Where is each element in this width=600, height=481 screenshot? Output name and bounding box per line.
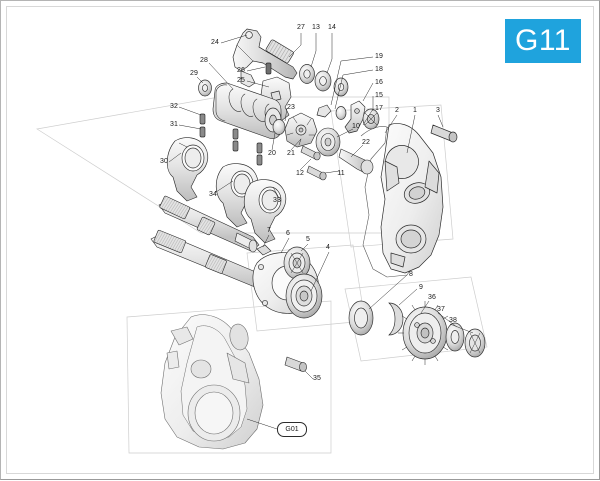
part-31-32-fork-pins bbox=[199, 113, 263, 166]
part-23-index-star bbox=[272, 112, 318, 148]
part-callout-37[interactable]: 37 bbox=[437, 306, 445, 313]
part-5-layshaft-bearing bbox=[283, 246, 311, 280]
part-9-circlip bbox=[388, 302, 404, 336]
part-27-threaded-section bbox=[265, 39, 294, 64]
diagram-frame bbox=[7, 7, 593, 473]
output-sprocket-group bbox=[348, 300, 486, 365]
part-callout-20[interactable]: 20 bbox=[268, 150, 276, 157]
part-callout-2[interactable]: 2 bbox=[395, 107, 399, 114]
part-callout-4[interactable]: 4 bbox=[326, 244, 330, 251]
part-callout-18[interactable]: 18 bbox=[375, 66, 383, 73]
part-callout-8[interactable]: 8 bbox=[409, 271, 413, 278]
part-callout-23[interactable]: 23 bbox=[287, 104, 295, 111]
part-38-sprocket-nut bbox=[464, 328, 486, 358]
part-36-drive-sprocket bbox=[398, 301, 452, 365]
part-callout-32[interactable]: 32 bbox=[170, 103, 178, 110]
part-callout-16[interactable]: 16 bbox=[375, 79, 383, 86]
part-callout-15[interactable]: 15 bbox=[375, 92, 383, 99]
part-35-crankcase-bolt bbox=[284, 356, 307, 372]
part-callout-27[interactable]: 27 bbox=[297, 24, 305, 31]
part-callout-7[interactable]: 7 bbox=[267, 227, 271, 234]
part-callout-12[interactable]: 12 bbox=[296, 170, 304, 177]
part-19-18-16-15-17-selector-parts bbox=[316, 100, 380, 134]
page-badge: G11 bbox=[505, 19, 581, 63]
part-callout-33[interactable]: 33 bbox=[273, 197, 281, 204]
part-4-mainshaft-bearing bbox=[285, 273, 323, 319]
part-3-cover-bolt bbox=[430, 124, 458, 143]
part-37-sprocket-washer bbox=[445, 322, 465, 352]
part-callout-1[interactable]: 1 bbox=[413, 107, 417, 114]
selector-fork-group bbox=[166, 113, 287, 244]
part-callout-21[interactable]: 21 bbox=[287, 150, 295, 157]
part-callout-26[interactable]: 26 bbox=[237, 67, 245, 74]
bearing-retainer-group bbox=[252, 244, 323, 319]
main-shaft bbox=[158, 195, 260, 253]
part-22-detent-arm bbox=[338, 148, 374, 175]
part-callout-34[interactable]: 34 bbox=[209, 191, 217, 198]
part-callout-14[interactable]: 14 bbox=[328, 24, 336, 31]
part-callout-10[interactable]: 10 bbox=[352, 123, 360, 130]
reference-inset-label: G01 bbox=[277, 422, 307, 437]
part-callout-35[interactable]: 35 bbox=[313, 375, 321, 382]
part-26-pawl-pin bbox=[265, 62, 272, 75]
part-13-14-index-bearing bbox=[299, 64, 349, 97]
part-callout-29[interactable]: 29 bbox=[190, 70, 198, 77]
part-callout-25[interactable]: 25 bbox=[237, 77, 245, 84]
part-callout-36[interactable]: 36 bbox=[428, 294, 436, 301]
part-callout-13[interactable]: 13 bbox=[312, 24, 320, 31]
part-callout-22[interactable]: 22 bbox=[362, 139, 370, 146]
crankcase-inset-group bbox=[160, 314, 307, 450]
part-10-detent-bearing bbox=[315, 127, 341, 157]
part-callout-3[interactable]: 3 bbox=[436, 107, 440, 114]
detent-group bbox=[300, 127, 374, 181]
part-33-fork-right bbox=[243, 179, 287, 244]
part-7-retainer-bolt bbox=[256, 244, 272, 256]
part-30-fork-left bbox=[166, 137, 209, 202]
part-callout-19[interactable]: 19 bbox=[375, 53, 383, 60]
part-callout-11[interactable]: 11 bbox=[337, 170, 345, 177]
part-24-selector-shaft bbox=[232, 28, 298, 88]
part-callout-17[interactable]: 17 bbox=[375, 105, 383, 112]
part-29-drum-bearing bbox=[198, 79, 212, 97]
part-callout-9[interactable]: 9 bbox=[419, 284, 423, 291]
part-callout-6[interactable]: 6 bbox=[286, 230, 290, 237]
part-callout-28[interactable]: 28 bbox=[200, 57, 208, 64]
part-callout-5[interactable]: 5 bbox=[306, 236, 310, 243]
gear-selector-drum-group bbox=[198, 28, 380, 148]
part-callout-30[interactable]: 30 bbox=[160, 158, 168, 165]
part-callout-24[interactable]: 24 bbox=[211, 39, 219, 46]
part-28-shift-drum bbox=[212, 82, 282, 139]
leader-lines bbox=[168, 33, 474, 430]
part-8-oil-seal bbox=[348, 300, 374, 336]
part-callout-31[interactable]: 31 bbox=[170, 121, 178, 128]
gearbox-cover-group bbox=[360, 123, 458, 278]
part-12-11-detent-bolts bbox=[300, 145, 327, 181]
part-callout-38[interactable]: 38 bbox=[449, 317, 457, 324]
